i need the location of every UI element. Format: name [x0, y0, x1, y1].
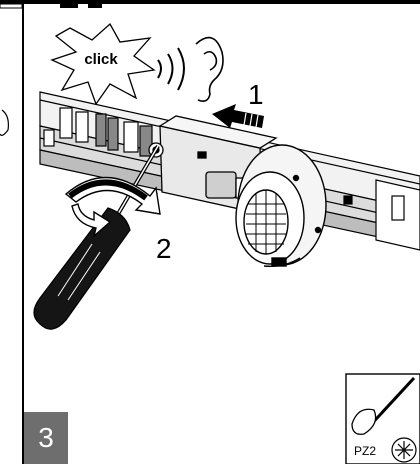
step-number-badge: 3 [24, 412, 68, 464]
step-2-label: 2 [156, 233, 172, 264]
top-border [0, 0, 420, 4]
top-tab-mark [88, 0, 102, 8]
top-tab-mark [60, 0, 78, 8]
click-label: click [84, 51, 118, 68]
push-arrow-icon [212, 104, 264, 128]
click-burst-icon: click [50, 22, 156, 106]
tool-bit-label: PZ2 [354, 444, 376, 458]
ear-icon [195, 36, 224, 102]
screwdriver-icon [33, 144, 160, 330]
rotate-arrow-icon [64, 176, 161, 238]
sound-waves-icon [157, 47, 185, 91]
tool-badge: PZ2 [345, 373, 420, 464]
previous-panel-fragment [0, 109, 9, 136]
motion-sensor-icon [235, 144, 327, 268]
left-margin-rule [22, 0, 24, 464]
step-1-label: 1 [248, 79, 264, 110]
step-number: 3 [38, 422, 54, 453]
corner-mark [0, 3, 23, 9]
